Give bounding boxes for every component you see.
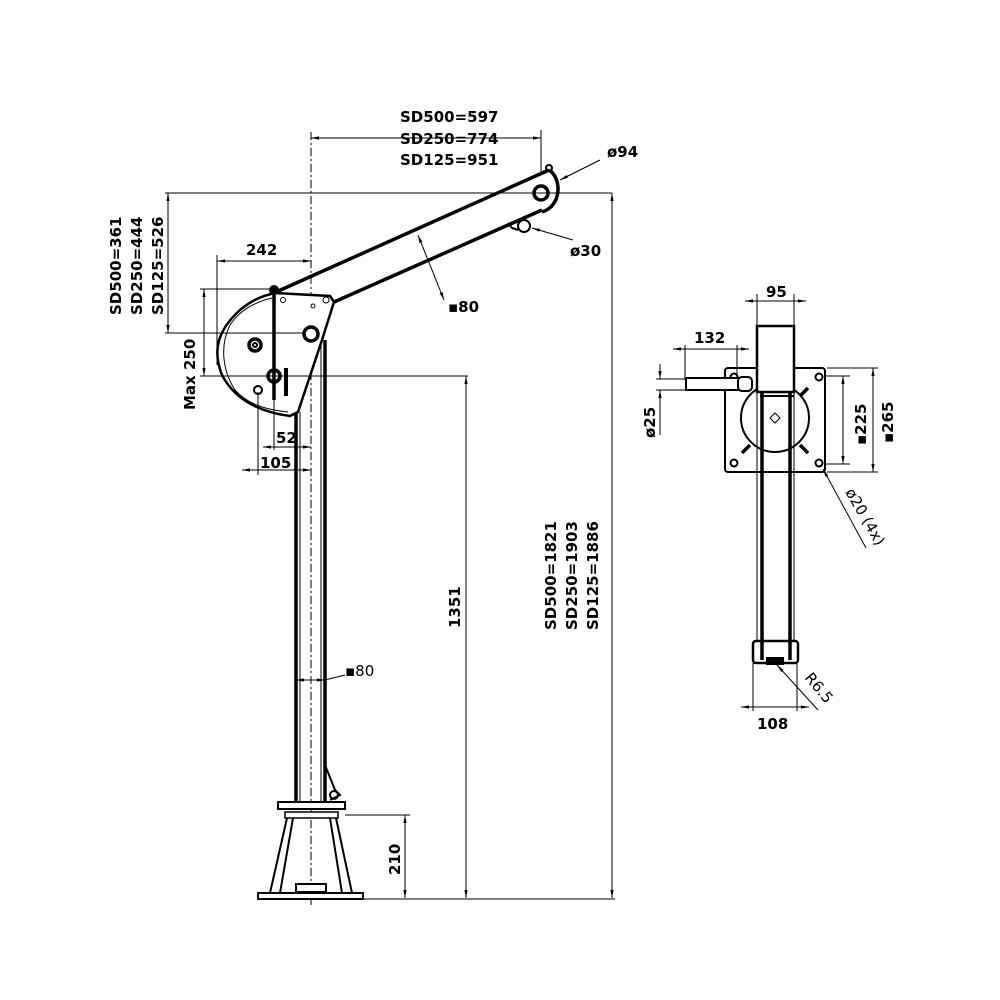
base (257, 801, 364, 900)
max-adjust-label: Max 250 (181, 339, 199, 410)
height-offset-sd125: SD125=526 (149, 217, 167, 315)
offset-105-label: 105 (260, 454, 291, 472)
width-95-label: 95 (766, 283, 787, 301)
bottom-width-label: 108 (757, 715, 788, 733)
head-offset-label: 242 (246, 241, 277, 259)
height-offset-sd500: SD500=361 (107, 217, 125, 315)
plate-size-label: ▪265 (879, 402, 897, 443)
base-height-label: 210 (386, 844, 404, 875)
total-height-sd500: SD500=1821 (542, 521, 560, 630)
handle-132-label: 132 (694, 329, 725, 347)
hook-eye (517, 219, 531, 233)
reach-label-sd250: SD250=774 (400, 130, 498, 148)
front-view: 95 132 ø25 ▪225 ▪265 ø20 (4x) R6.5 108 (641, 283, 897, 733)
radius-label: R6.5 (801, 669, 837, 707)
hook-diameter-label: ø30 (570, 242, 601, 260)
rod-knob (269, 285, 279, 295)
mast-top-cap (755, 324, 796, 394)
reach-label-sd500: SD500=597 (400, 108, 498, 126)
boom (275, 164, 560, 304)
mast-height-label: 1351 (446, 586, 464, 628)
pulley-diameter-label: ø94 (607, 143, 638, 161)
mast (294, 340, 327, 802)
mast-section-label: ▪80 (345, 662, 374, 680)
offset-52-label: 52 (276, 429, 297, 447)
side-view: SD500=597 SD250=774 SD125=951 ø94 ø30 ▪8… (107, 108, 638, 905)
reach-label-sd125: SD125=951 (400, 151, 498, 169)
head-plate (216, 285, 336, 418)
hole-spacing-label: ▪225 (852, 404, 870, 445)
total-height-sd125: SD125=1886 (584, 521, 602, 630)
total-height-sd250: SD250=1903 (563, 521, 581, 630)
height-offset-sd250: SD250=444 (128, 217, 146, 315)
boom-section-label: ▪80 (448, 298, 479, 316)
handle-diameter-label: ø25 (641, 407, 659, 438)
dimensions-side: SD500=597 SD250=774 SD125=951 ø94 ø30 ▪8… (107, 108, 638, 900)
